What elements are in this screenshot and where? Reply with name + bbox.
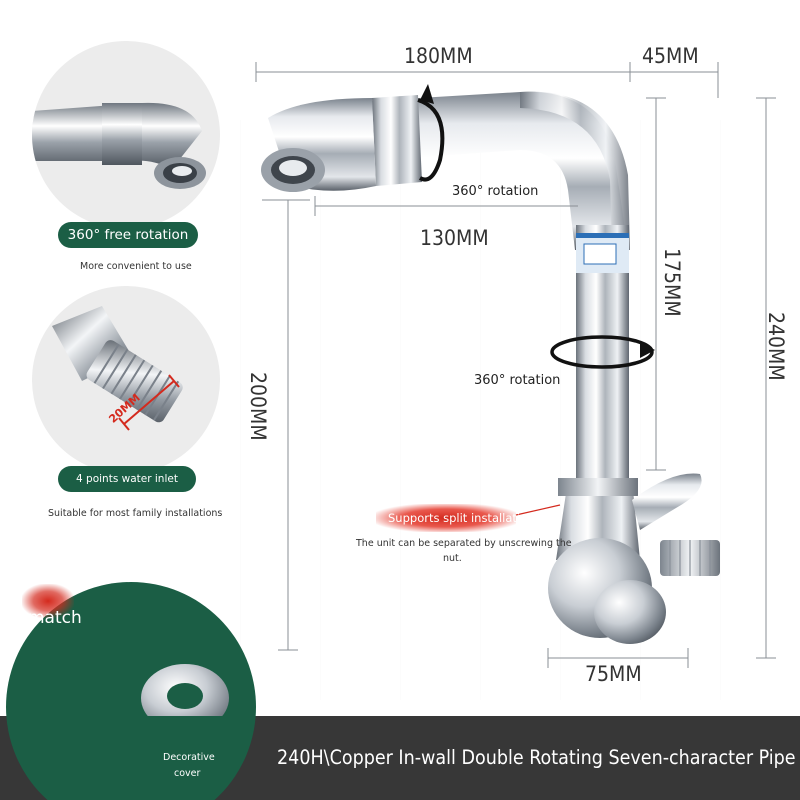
split-installation-desc-2: nut. — [443, 553, 462, 564]
background-tile-pattern — [240, 120, 800, 700]
match-label: match — [28, 608, 82, 628]
rotation-label-top: 360° rotation — [452, 184, 539, 199]
product-title: 240H\Copper In-wall Double Rotating Seve… — [277, 746, 796, 769]
free-rotation-caption: More convenient to use — [80, 261, 192, 272]
free-rotation-badge: 360° free rotation — [58, 222, 198, 248]
dim-top-offset: 45MM — [642, 44, 699, 68]
water-inlet-bubble — [32, 286, 220, 474]
dim-spout-reach: 130MM — [420, 226, 489, 250]
free-rotation-bubble — [32, 41, 220, 229]
dim-body-height: 200MM — [246, 372, 270, 441]
dim-top-width: 180MM — [404, 44, 473, 68]
thread-closeup-image — [52, 306, 183, 431]
match-red-blob — [22, 584, 74, 618]
decorative-cover-label-2-top: cover — [174, 768, 201, 779]
split-installation-badge — [376, 504, 516, 532]
water-inlet-caption: Suitable for most family installations — [48, 508, 223, 519]
decorative-cover-image — [141, 664, 229, 732]
dim-pipe-height: 175MM — [660, 248, 684, 317]
water-inlet-badge: 4 points water inlet — [58, 466, 196, 492]
match-green-circle-overlap — [6, 716, 256, 800]
dim-base-width: 75MM — [585, 662, 642, 686]
split-installation-desc-1: The unit can be separated by unscrewing … — [356, 538, 572, 549]
split-installation-title: Supports split installation — [388, 511, 535, 525]
decorative-cover-label-1-top: Decorative — [163, 752, 215, 763]
rotation-label-mid: 360° rotation — [474, 373, 561, 388]
spout-closeup-image — [32, 102, 206, 189]
dim-total-height: 240MM — [764, 312, 788, 381]
